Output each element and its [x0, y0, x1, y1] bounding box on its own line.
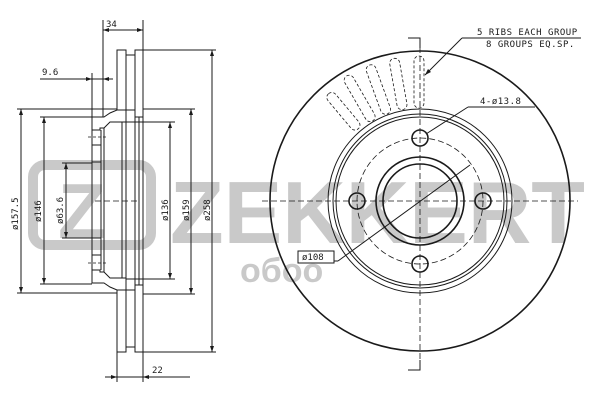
rib-note-line1: 5 RIBS EACH GROUP: [477, 28, 578, 38]
plate-inner-top: [116, 49, 127, 111]
hub-flange-bottom: [91, 269, 127, 291]
front-view: 5 RIBS EACH GROUP 8 GROUPS EQ.SP. 4-ø13.…: [262, 28, 581, 371]
dim-overall-width: 34: [106, 20, 117, 30]
bolt-hole-callout: 4-ø13.8: [480, 97, 521, 107]
dim-dia-136: ø136: [161, 199, 171, 221]
hub-flange-top: [91, 109, 127, 131]
pcd-label-box: [297, 250, 335, 264]
hub-wall-top: [91, 144, 102, 163]
dim-dia-258: ø258: [203, 199, 213, 221]
dim-dia-157-5: ø157.5: [11, 197, 21, 230]
dim-dia-146: ø146: [34, 200, 44, 222]
dim-dia-159: ø159: [182, 199, 192, 221]
pcd-label: ø108: [302, 253, 324, 263]
dim-dia-63-6: ø63.6: [56, 197, 66, 224]
dim-plate-width: 22: [152, 366, 163, 376]
dim-hub-offset: 9.6: [42, 68, 58, 78]
section-view: 34 9.6 22 ø157.5 ø146 ø63.6: [11, 20, 216, 382]
plate-outer-top: [134, 49, 144, 118]
rib-note-line2: 8 GROUPS EQ.SP.: [486, 40, 575, 50]
cooling-ribs: [326, 55, 425, 131]
plate-outer-bottom: [134, 284, 144, 353]
plate-inner-bottom: [116, 289, 127, 353]
